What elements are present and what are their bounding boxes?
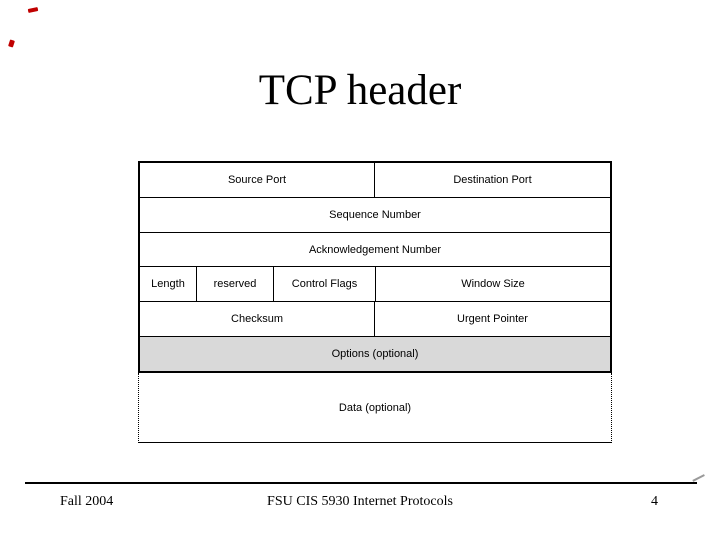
cell-label-data-optional: Data (optional) — [338, 401, 412, 414]
footer: Fall 2004 FSU CIS 5930 Internet Protocol… — [0, 494, 720, 510]
table-row: Source Port Destination Port — [140, 163, 610, 198]
table-row: Acknowledgement Number — [140, 233, 610, 268]
cell-sequence-number: Sequence Number — [329, 208, 421, 221]
cell-source-port: Source Port — [140, 163, 375, 197]
footer-page-number: 4 — [651, 494, 658, 509]
slide-title: TCP header — [258, 67, 462, 114]
cell-control-flags: Control Flags — [274, 267, 376, 302]
footer-course-term: Fall 2004 — [60, 494, 114, 509]
cell-window-size: Window Size — [461, 278, 525, 291]
table-row: Options (optional) — [140, 337, 610, 371]
footer-course-title: FSU CIS 5930 Internet Protocols — [267, 494, 453, 509]
cell-destination-port: Destination Port — [453, 173, 532, 186]
tcp-data-row: Data (optional) — [138, 373, 612, 443]
red-annotation-mark-left — [8, 39, 15, 48]
cell-acknowledgement-number: Acknowledgement Number — [308, 243, 442, 256]
cell-checksum: Checksum — [140, 302, 375, 337]
cell-reserved: reserved — [197, 267, 274, 302]
cell-length: Length — [140, 267, 197, 302]
table-row: Sequence Number — [140, 198, 610, 233]
cell-urgent-pointer: Urgent Pointer — [457, 313, 528, 326]
footer-line-end-tick — [692, 474, 705, 482]
red-annotation-mark-top — [27, 7, 39, 13]
table-row: Checksum Urgent Pointer — [140, 302, 610, 338]
footer-divider-line — [25, 482, 697, 484]
cell-options-optional: Options (optional) — [331, 348, 419, 361]
